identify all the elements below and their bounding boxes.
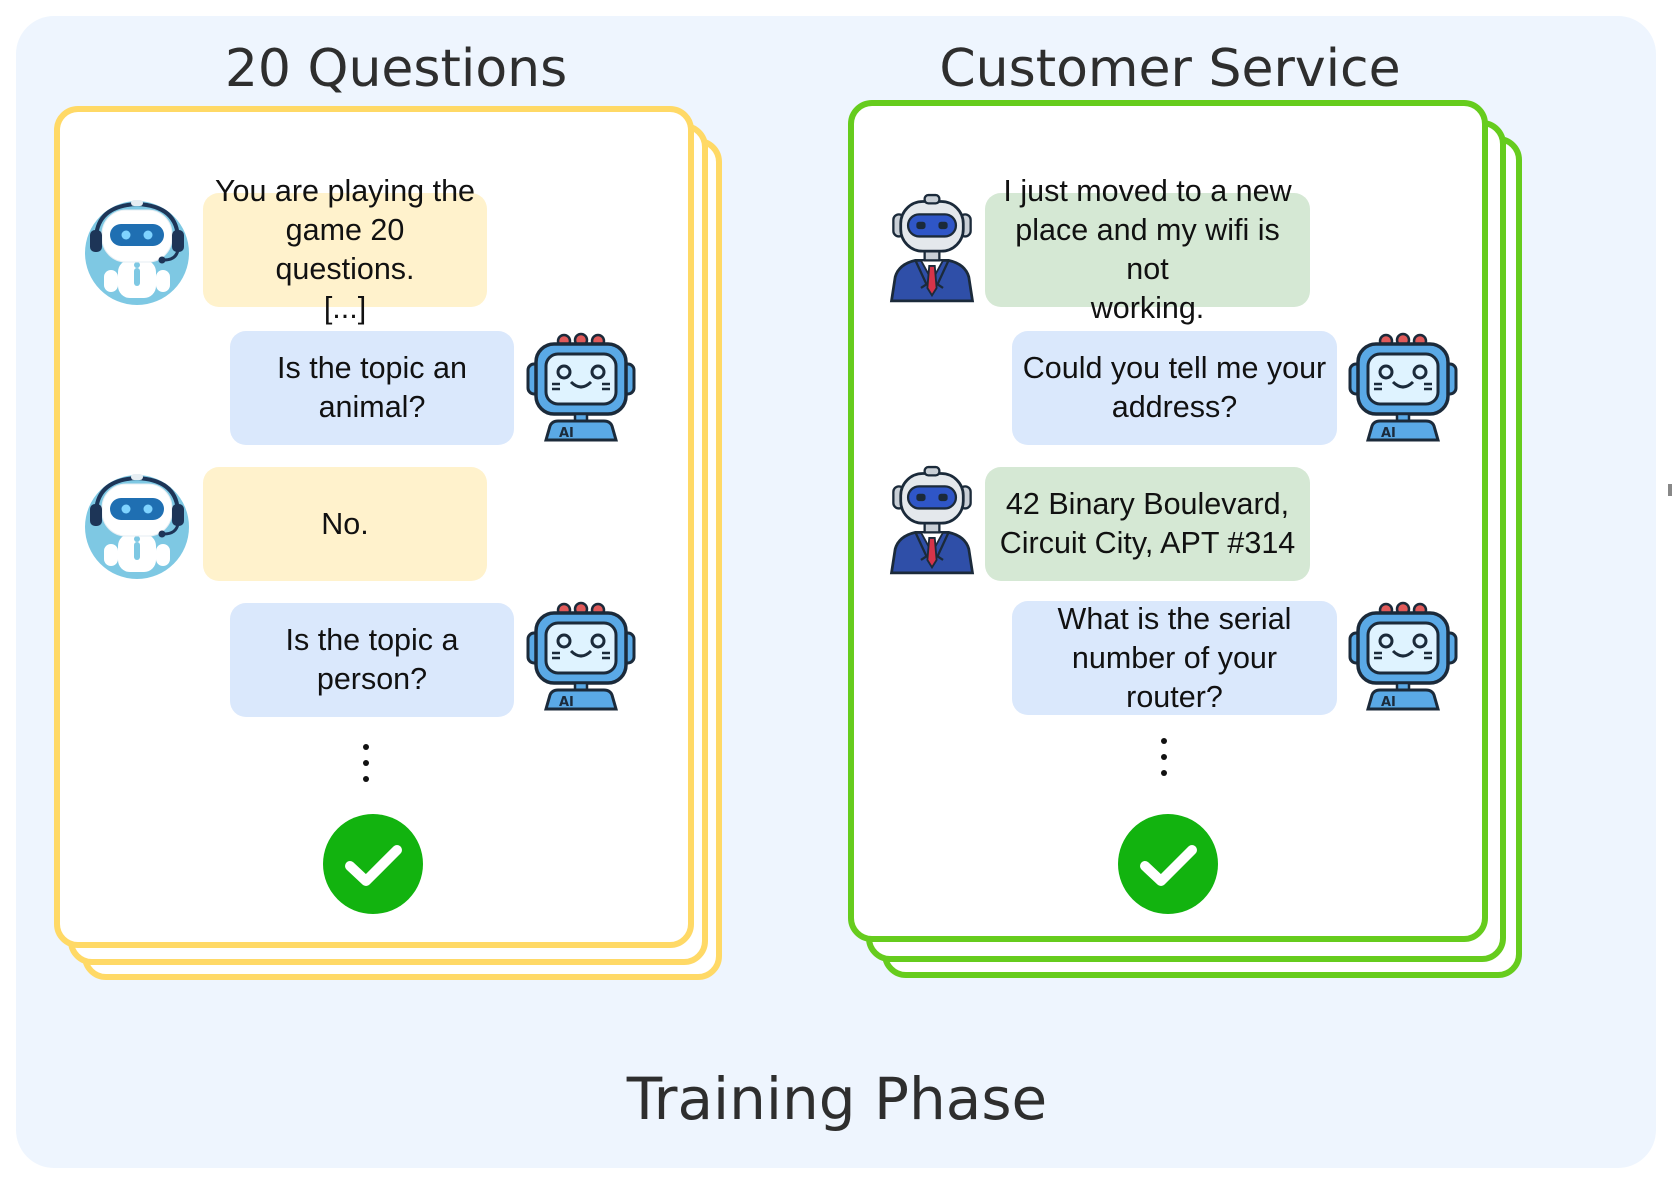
column-title-20-questions: 20 Questions bbox=[224, 39, 568, 99]
headset-robot-icon bbox=[82, 196, 192, 306]
edge-mark bbox=[1668, 484, 1672, 496]
message-bubble-customer: I just moved to a new place and my wifi … bbox=[985, 174, 1310, 325]
column-title-customer-service: Customer Service bbox=[939, 39, 1401, 99]
ai-robot-icon bbox=[1348, 332, 1458, 442]
message-bubble-agent: Is the topic a person? bbox=[230, 603, 514, 717]
message-bubble-agent: Is the topic an animal? bbox=[230, 331, 514, 445]
vertical-ellipsis-icon bbox=[1161, 738, 1171, 776]
message-bubble-customer: 42 Binary Boulevard, Circuit City, APT #… bbox=[985, 467, 1310, 581]
ai-robot-icon bbox=[526, 601, 636, 711]
vertical-ellipsis-icon bbox=[363, 744, 373, 782]
message-bubble-host: No. bbox=[203, 467, 487, 581]
ai-robot-icon bbox=[526, 332, 636, 442]
checkmark-icon bbox=[323, 814, 423, 914]
phase-title: Training Phase bbox=[626, 1065, 1048, 1133]
message-bubble-agent: What is the serial number of your router… bbox=[1012, 601, 1337, 715]
ai-robot-icon bbox=[1348, 601, 1458, 711]
suit-robot-icon bbox=[886, 462, 978, 577]
checkmark-icon bbox=[1118, 814, 1218, 914]
suit-robot-icon bbox=[886, 190, 978, 305]
message-bubble-agent: Could you tell me your address? bbox=[1012, 331, 1337, 445]
message-bubble-host: You are playing the game 20 questions. [… bbox=[203, 174, 487, 325]
headset-robot-icon bbox=[82, 470, 192, 580]
